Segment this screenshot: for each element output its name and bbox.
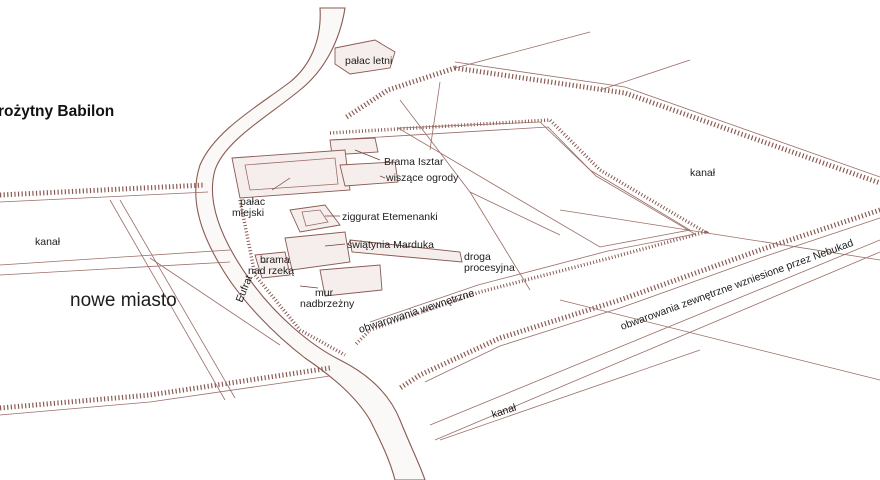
- canal-line-se: [559, 299, 880, 381]
- canal-line-northeast: [599, 59, 691, 91]
- ziggurat-label: ziggurat Etemenanki: [342, 211, 438, 223]
- west-street-3: [149, 257, 281, 346]
- outer-fortifications-label: obwarowania zewnętrzne wzniesione przez …: [619, 237, 855, 333]
- canal-line-south: [429, 239, 880, 426]
- procession-road: [349, 239, 463, 263]
- canal-line-north: [454, 31, 591, 69]
- river-gate-building: [254, 251, 291, 279]
- leader-ishtar-gate: [354, 149, 381, 161]
- new-city-label: nowe miasto: [70, 290, 177, 311]
- leader-city-palace: [271, 177, 291, 191]
- west-street-1: [109, 199, 226, 401]
- leader-riverside-wall: [299, 285, 319, 289]
- ziggurat-top: [301, 209, 329, 227]
- riverside-wall: [238, 199, 346, 357]
- inner-buildings-south: [319, 264, 383, 297]
- river-gate-label-1: brama: [260, 254, 290, 266]
- west-canal-1: [0, 249, 231, 266]
- marduk-temple-label: świątynia Marduka: [347, 239, 434, 251]
- river-gate-label-2: nad rzeką: [248, 265, 294, 277]
- procession-road-label-2: procesyjna: [464, 262, 515, 274]
- west-wall-north-edge: [0, 191, 209, 203]
- canal-west-label: kanał: [35, 236, 61, 248]
- outer-wall-north: [454, 65, 880, 186]
- leader-hanging-gardens: [379, 175, 386, 179]
- ziggurat-building: [289, 204, 341, 233]
- outer-wall-northwest: [343, 65, 456, 121]
- hanging-gardens-area: [339, 161, 399, 187]
- canal-northeast-label: kanał: [690, 167, 716, 179]
- procession-road-label-1: droga: [464, 251, 491, 263]
- hanging-gardens-label: wiszące ogrody: [385, 172, 459, 184]
- west-wall-south: [0, 365, 331, 411]
- city-palace-label-1: pałac: [240, 196, 265, 208]
- south-canal: [439, 349, 701, 441]
- outer-wall-edge-s: [424, 217, 880, 383]
- canal-line-south2: [434, 251, 880, 441]
- inner-fortifications-label: obwarowania wewnętrzne: [357, 287, 476, 336]
- outer-wall-southeast: [398, 207, 880, 391]
- city-street-3: [469, 191, 531, 291]
- leader-marduk: [324, 243, 346, 247]
- outer-wall-edge-n: [454, 61, 880, 178]
- title-label: rożytny Babilon: [0, 103, 114, 120]
- ishtar-gate-label: Brama Isztar: [384, 156, 444, 168]
- inner-wall-edge: [329, 126, 697, 323]
- riverside-wall-label-1: mur: [315, 287, 334, 299]
- city-street-2: [429, 81, 441, 151]
- marduk-temple-building: [284, 231, 351, 271]
- west-canal-2: [0, 261, 231, 276]
- west-street-2: [119, 199, 236, 399]
- summer-palace-label: pałac letni: [345, 55, 392, 67]
- city-palace-inner: [244, 157, 339, 191]
- city-palace-building: [231, 149, 351, 199]
- riverside-wall-label-2: nadbrzeżny: [300, 298, 355, 310]
- city-palace-label-2: miejski: [232, 207, 264, 219]
- canal-line-east: [559, 209, 880, 261]
- summer-palace-building: [334, 39, 396, 75]
- west-wall-south-edge: [0, 375, 331, 416]
- inner-east-block: [396, 121, 692, 248]
- inner-wall: [329, 118, 710, 347]
